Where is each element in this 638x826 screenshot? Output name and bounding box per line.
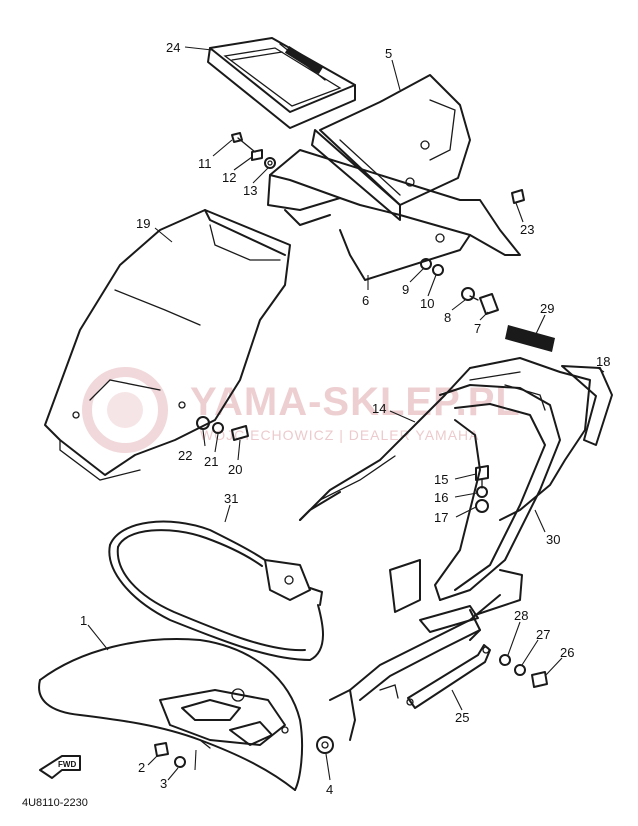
watermark-subtitle: WOJCIECHOWICZ | DEALER YAMAHA xyxy=(200,427,479,443)
callout-26: 26 xyxy=(560,645,574,660)
hardware-11-12-13 xyxy=(231,132,276,169)
callout-28: 28 xyxy=(514,608,528,623)
callout-21: 21 xyxy=(204,454,218,469)
callout-8: 8 xyxy=(444,310,451,325)
callout-23: 23 xyxy=(520,222,534,237)
callout-27: 27 xyxy=(536,627,550,642)
callout-31: 31 xyxy=(224,491,238,506)
callout-29: 29 xyxy=(540,301,554,316)
callout-24: 24 xyxy=(166,40,180,55)
fwd-arrow-icon: FWD xyxy=(39,755,81,779)
callout-4: 4 xyxy=(326,782,333,797)
callout-22: 22 xyxy=(178,448,192,463)
hardware-15-16-17 xyxy=(475,465,489,513)
part-18-reflector xyxy=(561,365,613,446)
hardware-7-8-9-10 xyxy=(420,258,499,315)
watermark-title: YAMA-SKLEP.PL xyxy=(190,380,521,424)
hardware-2-3-4 xyxy=(154,736,334,768)
part-31-wiring-lead xyxy=(108,520,324,661)
drawing-code: 4U8110-2230 xyxy=(22,797,88,809)
callout-7: 7 xyxy=(474,321,481,336)
watermark-logo-icon xyxy=(82,367,168,453)
callout-2: 2 xyxy=(138,760,145,775)
callout-16: 16 xyxy=(434,490,448,505)
callout-11: 11 xyxy=(198,156,212,171)
callout-18: 18 xyxy=(596,354,610,369)
part-19-inner-fender xyxy=(44,209,291,481)
callout-9: 9 xyxy=(402,282,409,297)
hardware-26-27-28 xyxy=(499,654,548,688)
mounting-frame xyxy=(329,559,523,741)
part-29-emblem xyxy=(505,325,555,352)
part-1-rear-fender xyxy=(38,638,304,791)
callout-17: 17 xyxy=(434,510,448,525)
callout-14: 14 xyxy=(372,401,386,416)
callout-5: 5 xyxy=(385,46,392,61)
callout-6: 6 xyxy=(362,293,369,308)
part-24-seat-pad xyxy=(207,37,356,129)
fwd-label: FWD xyxy=(58,760,76,769)
callout-13: 13 xyxy=(243,183,257,198)
callout-labels: 24 5 11 12 13 23 19 6 9 10 8 7 29 18 14 … xyxy=(80,40,610,797)
bolt-23 xyxy=(511,189,525,204)
part-5-rear-bracket xyxy=(267,74,521,281)
callout-10: 10 xyxy=(420,296,434,311)
callout-12: 12 xyxy=(222,170,236,185)
callout-25: 25 xyxy=(455,710,469,725)
callout-1: 1 xyxy=(80,613,87,628)
callout-30: 30 xyxy=(546,532,560,547)
callout-15: 15 xyxy=(434,472,448,487)
part-25-stay xyxy=(406,644,491,709)
callout-3: 3 xyxy=(160,776,167,791)
leader-lines xyxy=(87,46,605,781)
callout-19: 19 xyxy=(136,216,150,231)
hardware-20-21-22 xyxy=(196,416,249,441)
callout-20: 20 xyxy=(228,462,242,477)
